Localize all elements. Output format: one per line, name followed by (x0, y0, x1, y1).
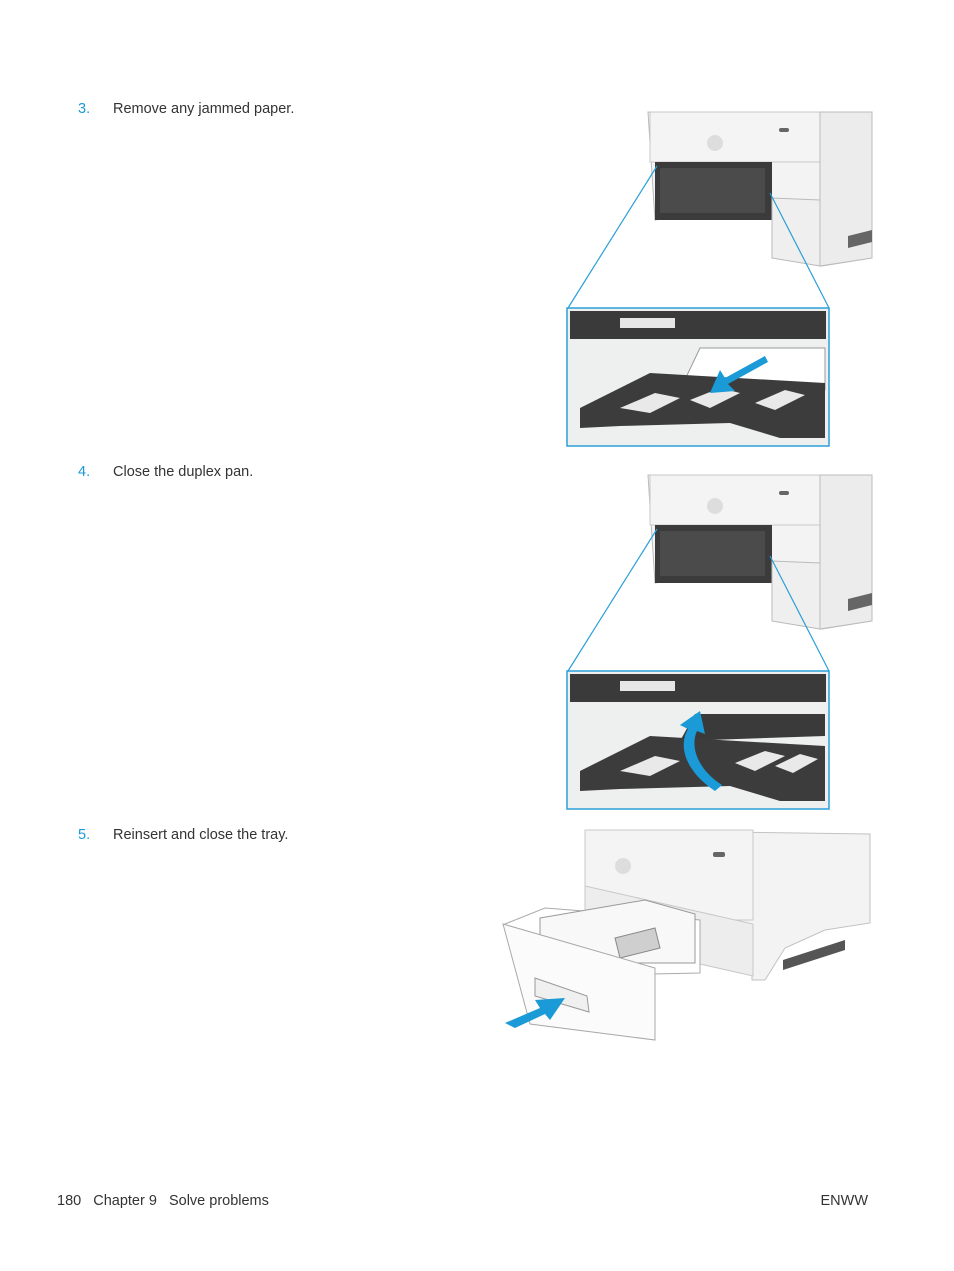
step-5: 5. Reinsert and close the tray. (78, 827, 288, 843)
zoom-callout (566, 670, 830, 810)
step-4: 4. Close the duplex pan. (78, 464, 253, 480)
step-text: Reinsert and close the tray. (113, 827, 289, 843)
printer-illustration (647, 111, 873, 267)
step-number: 5. (78, 827, 91, 843)
step-3: 3. Remove any jammed paper. (78, 101, 294, 117)
printer-illustration (647, 474, 873, 630)
arrow-down-left-icon (710, 356, 768, 393)
hp-logo-icon (615, 858, 631, 874)
figure-close-duplex-pan (560, 471, 880, 816)
hp-logo-icon (707, 498, 723, 514)
page-footer-left: 180 Chapter 9 Solve problems (57, 1193, 277, 1209)
zoom-callout (566, 307, 830, 447)
page-footer-right: ENWW (820, 1193, 868, 1209)
page-number: 180 (57, 1193, 82, 1209)
step-text: Remove any jammed paper. (113, 101, 295, 117)
section-label: Solve problems (168, 1193, 269, 1209)
curved-arrow-up-icon (680, 711, 722, 791)
hp-logo-icon (707, 135, 723, 151)
figure-reinsert-tray (495, 828, 880, 1053)
step-number: 4. (78, 464, 91, 480)
arrow-insert-icon (505, 998, 565, 1028)
step-number: 3. (78, 101, 91, 117)
figure-remove-jammed-paper (560, 108, 880, 453)
chapter-label: Chapter 9 (93, 1193, 157, 1209)
step-text: Close the duplex pan. (113, 464, 254, 480)
